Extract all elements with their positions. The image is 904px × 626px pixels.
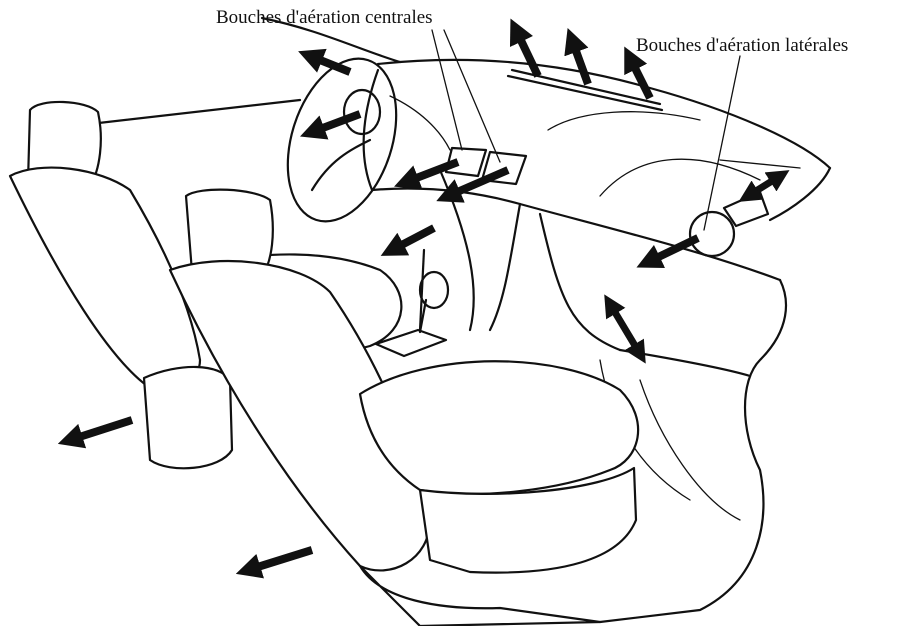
- arrow-central-right: [436, 166, 510, 203]
- arrow-side-vent: [636, 234, 700, 269]
- airflow-arrows: [57, 18, 790, 579]
- steering-wheel: [286, 57, 451, 223]
- arrow-center-lower: [380, 224, 436, 256]
- arrow-central-left: [394, 158, 460, 190]
- arrow-defrost-1: [509, 18, 542, 78]
- side-vent-leader: [703, 55, 741, 231]
- arrow-rear-right: [235, 546, 314, 579]
- windshield-outline: [88, 16, 832, 170]
- side-vent-ring: [688, 210, 736, 258]
- arrow-rear-left: [57, 416, 134, 449]
- gear-shifter: [374, 248, 450, 358]
- side-vents-label: Bouches d'aération latérales: [636, 35, 849, 56]
- central-vent-leader-a: [431, 29, 463, 151]
- central-vent-right: [480, 150, 528, 186]
- leader-lines: [431, 29, 741, 231]
- arrow-defrost-2: [564, 27, 592, 86]
- arrow-steering-top: [298, 48, 352, 76]
- central-vent-leader-b: [443, 29, 501, 163]
- arrow-defrost-3: [624, 46, 654, 100]
- passenger-seat: [168, 188, 640, 626]
- side-vent: [688, 190, 770, 258]
- arrow-footwell: [604, 294, 646, 364]
- arrow-steering-center: [300, 110, 362, 140]
- arrow-side-window: [738, 170, 790, 202]
- central-vents-label: Bouches d'aération centrales: [216, 7, 433, 28]
